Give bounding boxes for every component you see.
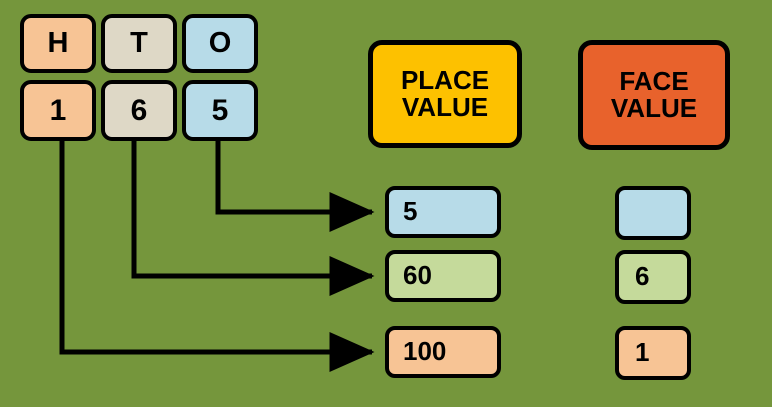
place-value-box-tens: 60 <box>385 250 501 302</box>
place-value-box-ones-value: 5 <box>403 196 418 227</box>
face-value-box-hundreds-value: 1 <box>635 337 650 368</box>
chart-digit-hundreds-value: 1 <box>49 93 67 127</box>
connector-hundreds-to-100 <box>59 140 375 372</box>
place-value-box-hundreds: 100 <box>385 326 501 378</box>
face-value-box-ones <box>615 186 691 240</box>
place-value-header-line1: PLACE <box>400 64 490 95</box>
chart-digit-tens: 6 <box>101 80 177 141</box>
face-value-header-line1: FACE <box>619 65 689 96</box>
face-value-box-hundreds: 1 <box>615 326 691 380</box>
chart-header-hundreds-label: H <box>47 27 69 60</box>
place-value-box-tens-value: 60 <box>403 260 432 291</box>
connector-tens-to-60 <box>131 140 375 296</box>
chart-header-tens-label: T <box>130 27 148 60</box>
face-value-box-tens-value: 6 <box>635 261 650 292</box>
connector-ones-to-5 <box>215 140 375 232</box>
chart-header-ones: O <box>182 14 258 73</box>
chart-digit-ones-value: 5 <box>211 93 229 127</box>
place-value-box-ones: 5 <box>385 186 501 238</box>
place-value-header: PLACE VALUE <box>368 40 522 148</box>
chart-digit-ones: 5 <box>182 80 258 141</box>
chart-header-ones-label: O <box>208 27 232 60</box>
chart-digit-tens-value: 6 <box>130 93 148 127</box>
chart-header-tens: T <box>101 14 177 73</box>
chart-header-hundreds: H <box>20 14 96 73</box>
place-value-header-line2: VALUE <box>401 92 489 122</box>
face-value-header-line2: VALUE <box>610 93 698 123</box>
chart-digit-hundreds: 1 <box>20 80 96 141</box>
face-value-header: FACE VALUE <box>578 40 730 150</box>
face-value-box-tens: 6 <box>615 250 691 304</box>
place-value-box-hundreds-value: 100 <box>403 336 447 367</box>
